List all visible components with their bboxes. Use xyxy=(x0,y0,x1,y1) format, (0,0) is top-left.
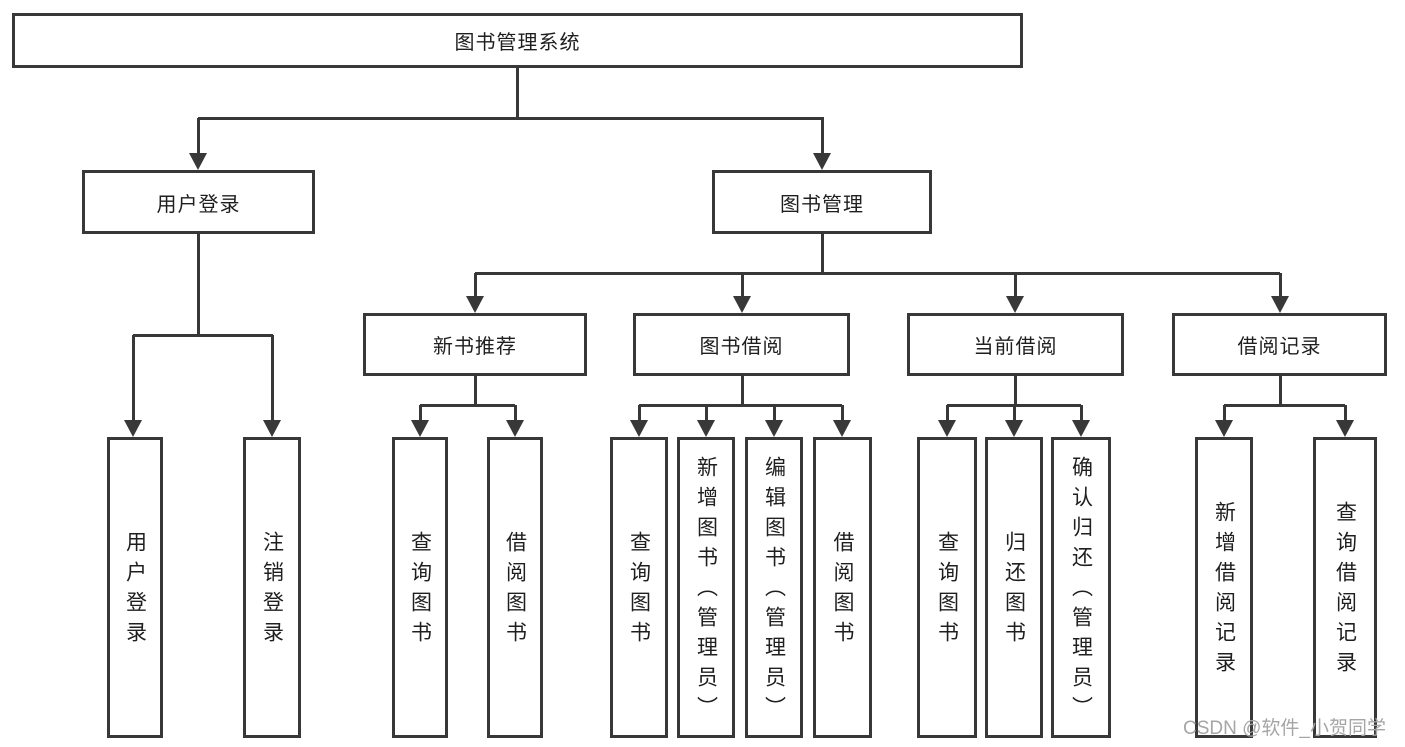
node-label: 用户登录 xyxy=(123,530,147,651)
connector-line xyxy=(196,118,200,155)
node-label: 当前借阅 xyxy=(973,336,1058,358)
connector-line xyxy=(1013,376,1017,405)
connector-line xyxy=(704,405,708,422)
node-label: 新增图书（管理员） xyxy=(694,455,718,726)
csdn-watermark: CSDN @软件_小贺同学 xyxy=(1183,718,1386,739)
connector-line xyxy=(740,273,744,298)
leaf-query-borrow-record: 查询借阅记录 xyxy=(1313,437,1377,738)
connector-line xyxy=(515,68,519,118)
node-user-login: 用户登录 xyxy=(82,170,315,234)
arrow-down-icon xyxy=(124,420,142,437)
arrow-down-icon xyxy=(189,153,207,170)
connector-line xyxy=(131,335,135,422)
node-label: 查询图书 xyxy=(627,530,651,651)
node-root-library-system: 图书管理系统 xyxy=(12,13,1023,68)
node-label: 用户登录 xyxy=(156,193,241,216)
connector-line xyxy=(133,333,273,337)
node-label: 查询图书 xyxy=(935,530,959,651)
node-borrow-records: 借阅记录 xyxy=(1172,313,1387,376)
leaf-query-books-recommend: 查询图书 xyxy=(392,437,448,738)
leaf-user-login: 用户登录 xyxy=(107,437,163,738)
connector-line xyxy=(420,403,515,407)
leaf-logout: 注销登录 xyxy=(243,437,301,738)
connector-line xyxy=(820,234,824,274)
leaf-return-books: 归还图书 xyxy=(985,437,1043,738)
node-label: 查询借阅记录 xyxy=(1333,500,1357,681)
connector-line xyxy=(740,376,744,405)
connector-line xyxy=(1013,273,1017,298)
connector-line xyxy=(513,405,517,422)
connector-line xyxy=(820,118,824,155)
connector-line xyxy=(270,335,274,422)
node-new-book-recommend: 新书推荐 xyxy=(363,313,587,376)
leaf-borrow-books-recommend: 借阅图书 xyxy=(487,437,543,738)
node-label: 注销登录 xyxy=(260,530,284,651)
node-current-borrow: 当前借阅 xyxy=(907,313,1124,376)
arrow-down-icon xyxy=(733,296,751,313)
connector-line xyxy=(1343,405,1347,422)
connector-line xyxy=(418,405,422,422)
arrow-down-icon xyxy=(506,420,524,437)
connector-line xyxy=(473,273,477,298)
connector-line xyxy=(1278,273,1282,298)
leaf-borrow-books: 借阅图书 xyxy=(813,437,872,738)
arrow-down-icon xyxy=(1271,296,1289,313)
leaf-confirm-return-admin: 确认归还（管理员） xyxy=(1051,437,1111,738)
node-book-borrow: 图书借阅 xyxy=(633,313,850,376)
node-book-management: 图书管理 xyxy=(712,170,932,234)
node-label: 借阅图书 xyxy=(831,530,854,651)
arrow-down-icon xyxy=(833,420,851,437)
node-label: 图书管理系统 xyxy=(454,32,581,54)
node-label: 图书借阅 xyxy=(699,336,784,358)
connector-line xyxy=(1012,405,1016,422)
node-label: 新增借阅记录 xyxy=(1212,500,1236,681)
leaf-edit-books-admin: 编辑图书（管理员） xyxy=(745,437,803,738)
arrow-down-icon xyxy=(630,420,648,437)
arrow-down-icon xyxy=(938,420,956,437)
connector-line xyxy=(840,405,844,422)
node-label: 归还图书 xyxy=(1002,530,1026,651)
arrow-down-icon xyxy=(1005,420,1023,437)
connector-line xyxy=(637,405,641,422)
leaf-add-borrow-record: 新增借阅记录 xyxy=(1195,437,1253,738)
node-label: 编辑图书（管理员） xyxy=(762,455,786,726)
arrow-down-icon xyxy=(1215,420,1233,437)
arrow-down-icon xyxy=(697,420,715,437)
arrow-down-icon xyxy=(1336,420,1354,437)
connector-line xyxy=(196,234,200,335)
arrow-down-icon xyxy=(466,296,484,313)
leaf-query-books-current: 查询图书 xyxy=(917,437,977,738)
node-label: 图书管理 xyxy=(780,193,864,216)
node-label: 确认归还（管理员） xyxy=(1069,455,1093,726)
connector-line xyxy=(945,405,949,422)
arrow-down-icon xyxy=(411,420,429,437)
node-label: 借阅记录 xyxy=(1237,336,1322,358)
connector-line xyxy=(772,405,776,422)
connector-line xyxy=(198,116,824,120)
leaf-query-books-borrow: 查询图书 xyxy=(610,437,668,738)
arrow-down-icon xyxy=(263,420,281,437)
connector-line xyxy=(473,376,477,405)
arrow-down-icon xyxy=(765,420,783,437)
connector-line xyxy=(1222,405,1226,422)
connector-line xyxy=(475,271,1280,275)
leaf-add-books-admin: 新增图书（管理员） xyxy=(677,437,735,738)
node-label: 查询图书 xyxy=(408,530,432,651)
arrow-down-icon xyxy=(813,153,831,170)
connector-line xyxy=(1079,405,1083,422)
arrow-down-icon xyxy=(1006,296,1024,313)
connector-line xyxy=(1224,403,1345,407)
arrow-down-icon xyxy=(1072,420,1090,437)
node-label: 新书推荐 xyxy=(433,336,517,358)
connector-line xyxy=(1278,376,1282,405)
connector-line xyxy=(639,403,842,407)
node-label: 借阅图书 xyxy=(503,530,527,651)
